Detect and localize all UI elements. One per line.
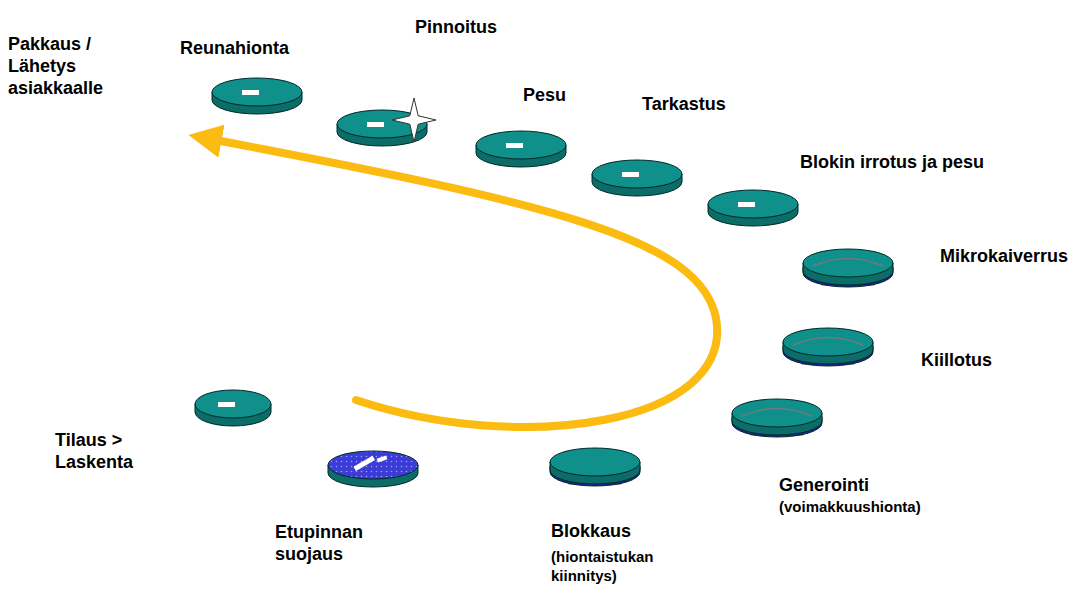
step-label: (hiontaistukan kiinnitys) [551, 547, 681, 585]
lens-figure [328, 451, 418, 487]
lens-figure [337, 98, 436, 146]
step-label: Reunahionta [180, 37, 340, 59]
step-label: Pakkaus / Lähetys asiakkaalle [8, 33, 148, 99]
lens-surface [783, 328, 873, 356]
lens-figure [783, 328, 873, 366]
lens-mark [367, 122, 384, 127]
lens-mark [218, 402, 235, 407]
step-label: Blokin irrotus ja pesu [800, 151, 1080, 173]
lens-figure [212, 78, 302, 114]
step-label: Tilaus > Laskenta [55, 429, 155, 473]
lens-figure [803, 249, 893, 287]
step-label: Generointi [779, 474, 979, 496]
step-label: Mikrokaiverrus [940, 245, 1080, 267]
lens-figure [708, 190, 798, 226]
lens-figure [476, 131, 566, 167]
lens-surface [195, 390, 271, 418]
lens-surface [592, 160, 682, 188]
step-label: Pinnoitus [415, 16, 555, 38]
surface-curve [742, 409, 812, 417]
step-label: Tarkastus [642, 93, 782, 115]
step-label: Blokkaus [551, 520, 731, 542]
lens-surface [550, 448, 640, 476]
lens-figure [550, 448, 640, 486]
lens-mark [506, 143, 523, 148]
surface-curve [813, 259, 883, 267]
lens-surface [708, 190, 798, 218]
lens-mark [738, 202, 755, 207]
lens-figure [195, 390, 271, 426]
lens-mark [622, 172, 639, 177]
lens-surface [732, 399, 822, 427]
lens-surface [476, 131, 566, 159]
surface-curve [793, 338, 863, 346]
lens-figure [732, 399, 822, 437]
coating-star [392, 98, 436, 142]
process-flow-arrow [205, 138, 717, 427]
step-label: Etupinnan suojaus [275, 521, 375, 565]
lens-figure [592, 160, 682, 196]
step-label: (voimakkuushionta) [779, 497, 979, 516]
lens-surface [328, 451, 418, 479]
lens-surface [212, 78, 302, 106]
step-label: Pesu [523, 84, 623, 106]
lens-surface [803, 249, 893, 277]
lens-mark [377, 455, 388, 462]
step-label: Kiillotus [921, 349, 1061, 371]
lens-mark [242, 90, 259, 95]
lens-mark [353, 456, 375, 471]
